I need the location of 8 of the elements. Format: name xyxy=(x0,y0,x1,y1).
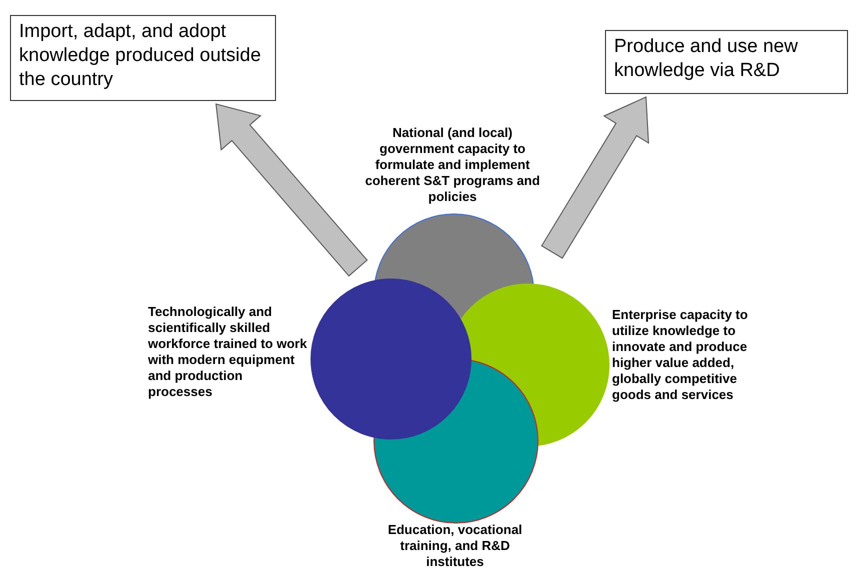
circle-label: Technologically and scientifically skilled workforce trained to work with modern equipment and production processes xyxy=(148,304,308,400)
block-arrow xyxy=(215,103,368,277)
text-box: Import, adapt, and adopt knowledge produced outside the country xyxy=(10,15,276,101)
circle-label: National (and local) government capacity to formulate and implement coherent S&T programs and policies xyxy=(365,125,540,205)
text-box: Produce and use new knowledge via R&D xyxy=(605,30,848,94)
block-arrow xyxy=(541,96,650,259)
circle-label: Education, vocational training, and R&D institutes xyxy=(386,522,524,570)
circle-label: Enterprise capacity to utilize knowledge to innovate and produce higher value added, globally competitive goods and services xyxy=(612,307,749,403)
